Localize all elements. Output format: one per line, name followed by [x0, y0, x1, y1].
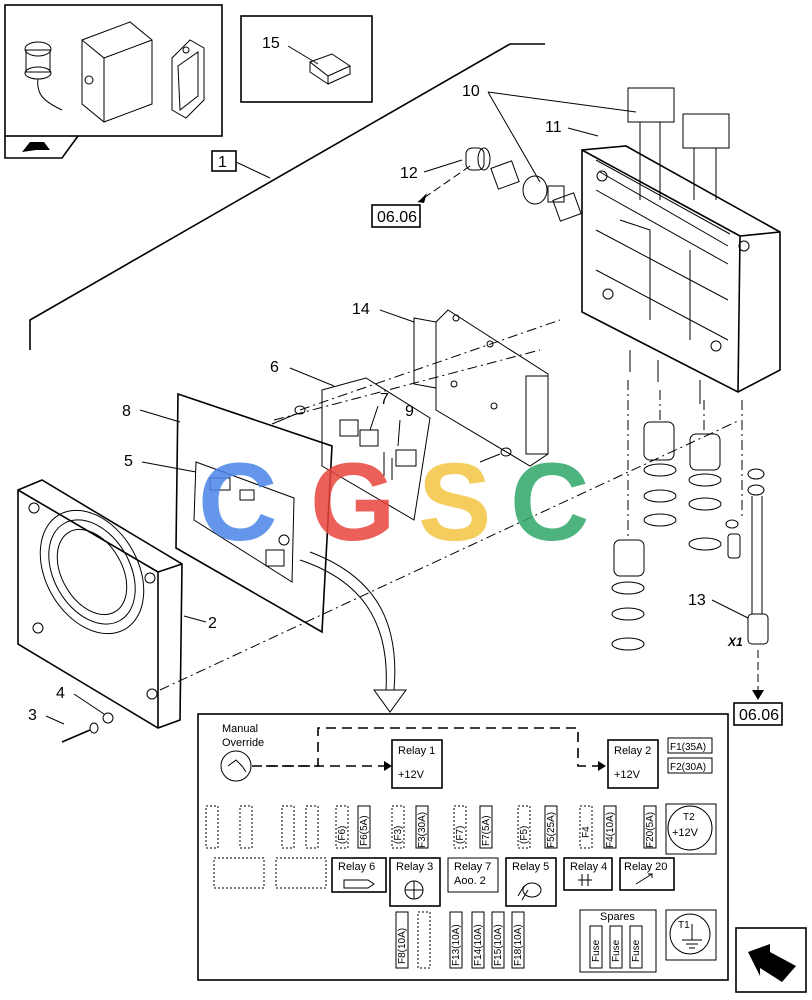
relay-4-icon	[578, 874, 592, 886]
knob-12: 12 06.06	[371, 147, 491, 228]
svg-text:S: S	[418, 441, 491, 564]
svg-text:(F5): (F5)	[519, 826, 530, 844]
relay-6-icon	[343, 879, 375, 889]
detail-arrow	[299, 551, 407, 713]
svg-text:F5(25A): F5(25A)	[546, 812, 557, 848]
svg-text:F4: F4	[581, 826, 592, 838]
svg-text:Manual: Manual	[222, 723, 258, 735]
relay-4	[563, 857, 613, 891]
ref-label-top: 06.06	[377, 209, 417, 226]
relay-2	[607, 739, 659, 789]
callout-1: 1	[218, 154, 227, 171]
callout-4: 4	[56, 685, 65, 702]
connector-plugs-10: 10	[462, 83, 637, 222]
svg-text:G: G	[310, 441, 396, 564]
inset-overview	[4, 4, 223, 137]
fuse-relay-panel: Manual Override Relay 1 +12V Relay 2 +12…	[197, 713, 729, 981]
panel-label-5: 5	[124, 453, 295, 583]
relay-3	[389, 857, 441, 907]
svg-text:C: C	[198, 441, 277, 564]
svg-text:Spares: Spares	[600, 911, 635, 923]
manual-override-switch-icon	[220, 750, 252, 782]
svg-text:Fuse: Fuse	[631, 939, 642, 962]
svg-text:Relay 4: Relay 4	[570, 861, 607, 873]
callout-10: 10	[462, 83, 480, 100]
relay-5	[505, 857, 557, 907]
callout-13: 13	[688, 592, 706, 609]
light-icon	[522, 882, 542, 898]
relay-1	[391, 739, 443, 789]
fuse-f1: F1(35A)	[670, 742, 706, 753]
t2-terminal	[667, 805, 713, 851]
svg-text:F14(10A): F14(10A)	[473, 924, 484, 966]
watermark-logo: C G S C	[198, 441, 589, 564]
svg-text:F15(10A): F15(10A)	[493, 924, 504, 966]
front-frame-2: 2	[17, 419, 741, 729]
svg-text:F18(10A): F18(10A)	[513, 924, 524, 966]
ground-icon	[682, 924, 702, 949]
svg-text:Relay 20: Relay 20	[624, 861, 667, 873]
callout-11: 11	[545, 119, 562, 136]
svg-text:Relay 2: Relay 2	[614, 745, 651, 757]
svg-text:Relay 1: Relay 1	[398, 745, 435, 757]
cable-13: 13 X1 06.06	[688, 592, 783, 726]
svg-text:+12V: +12V	[672, 827, 699, 839]
callout-14: 14	[352, 301, 370, 318]
svg-text:+12V: +12V	[398, 769, 425, 781]
svg-text:Relay 6: Relay 6	[338, 861, 375, 873]
svg-text:(F7): (F7)	[455, 826, 466, 844]
spares-block	[579, 909, 657, 973]
circuit-board-6: 6 7 9	[270, 319, 561, 521]
assembly-bracket-1: 1	[29, 43, 545, 350]
callout-15: 15	[262, 35, 280, 52]
svg-text:Relay 7: Relay 7	[454, 861, 491, 873]
svg-text:F8(10A): F8(10A)	[397, 928, 408, 964]
callout-8: 8	[122, 403, 131, 420]
svg-text:T1: T1	[678, 920, 690, 931]
next-page-arrow-icon[interactable]	[735, 927, 807, 993]
t1-ground-terminal	[669, 913, 711, 955]
svg-text:+12V: +12V	[614, 769, 641, 781]
relay-7	[447, 857, 499, 893]
relay-20-icon	[635, 873, 653, 885]
svg-text:Aoo. 2: Aoo. 2	[454, 875, 486, 887]
mounting-plate-14: 14	[352, 301, 549, 467]
relay-20	[619, 857, 675, 891]
svg-text:Override: Override	[222, 737, 264, 749]
callout-12: 12	[400, 165, 418, 182]
svg-text:(F6): (F6)	[337, 826, 348, 844]
svg-text:T2: T2	[683, 812, 695, 823]
housing-11: 11	[545, 87, 781, 404]
fuse-row-top: (F6) F6(5A) (F3) F3(30A) (F7) F7(5A) (F5…	[335, 805, 657, 849]
svg-text:Relay 3: Relay 3	[396, 861, 433, 873]
x1-label: X1	[727, 635, 743, 649]
callout-6: 6	[270, 359, 279, 376]
fuse-f2: F2(30A)	[670, 762, 706, 773]
callout-5: 5	[124, 453, 133, 470]
fuse-row-bottom: F8(10A) F13(10A) F14(10A) F15(10A) F18(1…	[395, 911, 525, 969]
svg-text:F13(10A): F13(10A)	[451, 924, 462, 966]
svg-text:C: C	[510, 441, 589, 564]
svg-text:F6(5A): F6(5A)	[359, 815, 370, 846]
callout-2: 2	[208, 615, 217, 632]
callout-9: 9	[405, 403, 414, 420]
screw-3-washer-4: 3 4	[28, 685, 114, 743]
callout-3: 3	[28, 707, 37, 724]
svg-text:F7(5A): F7(5A)	[481, 815, 492, 846]
fuse-item-15: 15	[240, 15, 373, 103]
ref-label-bottom: 06.06	[739, 707, 779, 724]
svg-text:Fuse: Fuse	[591, 939, 602, 962]
callout-7: 7	[380, 391, 389, 408]
svg-text:F20(5A): F20(5A)	[645, 812, 656, 848]
inset-nav-icon[interactable]	[4, 135, 79, 159]
svg-text:(F3): (F3)	[393, 826, 404, 844]
svg-text:Relay 5: Relay 5	[512, 861, 549, 873]
svg-text:Fuse: Fuse	[611, 939, 622, 962]
connector-stack	[611, 380, 765, 651]
gasket-8: 8	[122, 392, 333, 634]
svg-text:F3(30A): F3(30A)	[417, 812, 428, 848]
svg-text:F4(10A): F4(10A)	[605, 812, 616, 848]
relay-6	[331, 857, 387, 893]
